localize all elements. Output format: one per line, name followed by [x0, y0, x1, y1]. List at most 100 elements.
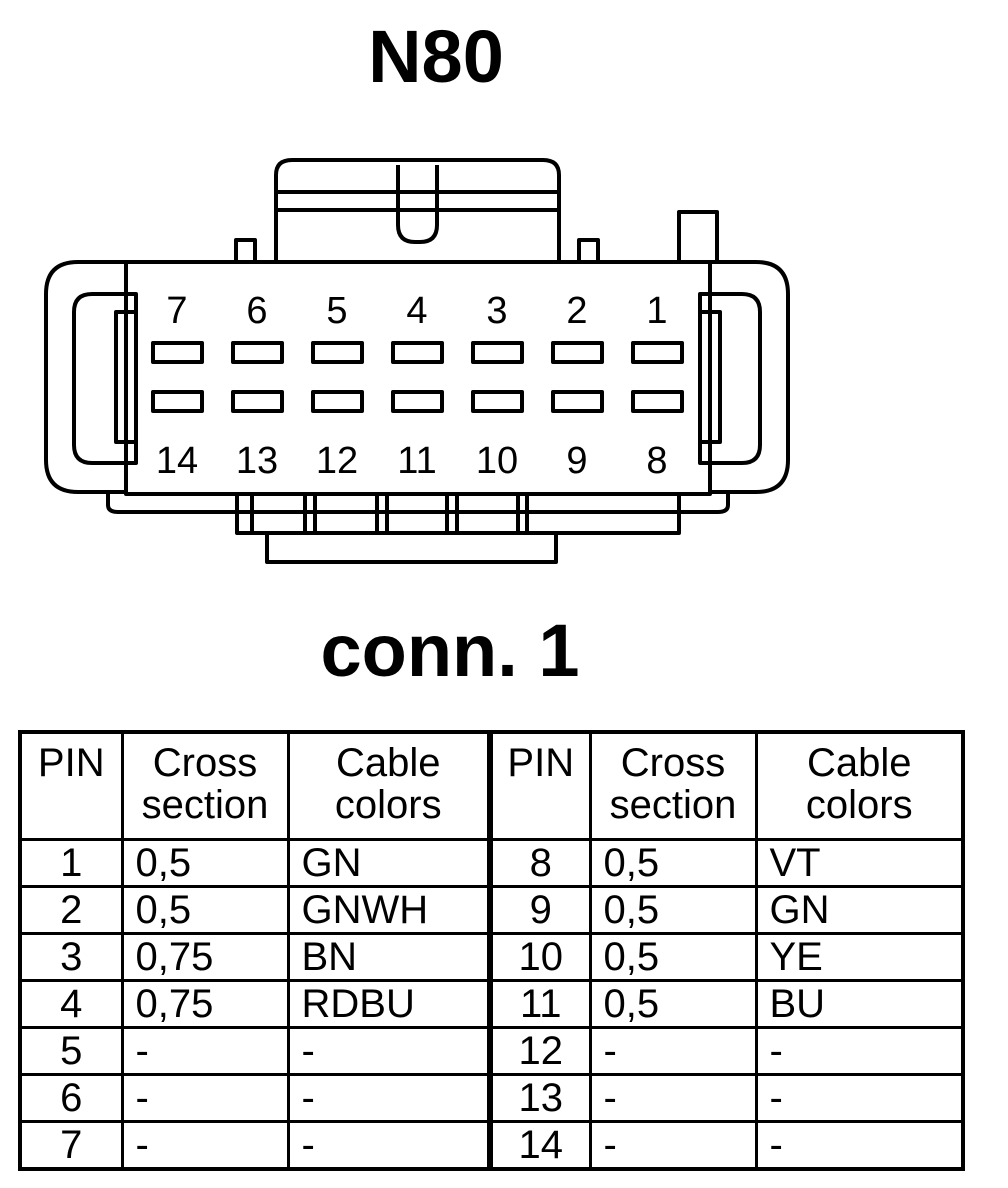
cross-section-cell: -: [588, 1026, 758, 1076]
header-pin: PIN: [18, 730, 124, 841]
cross-section-cell: 0,75: [120, 979, 290, 1029]
pin-slot: [231, 390, 284, 413]
connector-drawing: 7 6 5 4 3 2 1 14 13 12 11 10 9 8: [44, 158, 790, 564]
pin-slot: [231, 341, 284, 364]
pin-label-7: 7: [166, 290, 187, 332]
pin-label-8: 8: [646, 440, 667, 482]
cross-section-cell: -: [120, 1026, 290, 1076]
pin-cell: 2: [18, 885, 124, 935]
pin-cell: 13: [487, 1073, 592, 1123]
pin-label-4: 4: [406, 290, 427, 332]
cable-color-cell: -: [286, 1026, 492, 1076]
cable-color-cell: YE: [754, 932, 965, 982]
cross-section-cell: 0,5: [120, 838, 290, 888]
cable-color-cell: BU: [754, 979, 965, 1029]
housing-nub: [577, 238, 600, 264]
pin-slot: [391, 390, 444, 413]
bottom-skirt: [106, 494, 730, 514]
cable-color-cell: BN: [286, 932, 492, 982]
pin-cell: 8: [487, 838, 592, 888]
diagram-title: N80: [368, 15, 504, 98]
pin-label-3: 3: [486, 290, 507, 332]
table-row: 4 0,75 RDBU 11 0,5 BU: [18, 979, 965, 1029]
pin-label-5: 5: [326, 290, 347, 332]
latch-notch: [396, 165, 439, 244]
right-ear-inner: [698, 292, 762, 465]
pin-cell: 12: [487, 1026, 592, 1076]
pin-label-11: 11: [397, 440, 436, 482]
cable-color-cell: GN: [286, 838, 492, 888]
pin-slot: [471, 341, 524, 364]
housing-top-tab: [274, 158, 561, 262]
cross-section-cell: 0,5: [588, 979, 758, 1029]
cable-color-cell: -: [754, 1026, 965, 1076]
cable-color-cell: -: [754, 1120, 965, 1171]
pin-label-12: 12: [316, 440, 358, 482]
pin-label-2: 2: [566, 290, 587, 332]
pin-cell: 11: [487, 979, 592, 1029]
left-ear-slot: [114, 310, 138, 444]
cable-color-cell: GN: [754, 885, 965, 935]
table-row: 2 0,5 GNWH 9 0,5 GN: [18, 885, 965, 935]
pin-cell: 9: [487, 885, 592, 935]
housing-post: [677, 210, 719, 264]
pin-label-14: 14: [156, 440, 198, 482]
pin-slot: [471, 390, 524, 413]
pin-label-1: 1: [646, 290, 667, 332]
table-row: 3 0,75 BN 10 0,5 YE: [18, 932, 965, 982]
pin-cell: 7: [18, 1120, 124, 1171]
cable-color-cell: -: [754, 1073, 965, 1123]
pin-cell: 4: [18, 979, 124, 1029]
pin-label-6: 6: [246, 290, 267, 332]
connector-body: [124, 260, 712, 496]
cross-section-cell: 0,5: [588, 885, 758, 935]
cross-section-cell: 0,5: [588, 838, 758, 888]
bottom-plate: [265, 533, 558, 564]
cable-color-cell: RDBU: [286, 979, 492, 1029]
cross-section-cell: 0,5: [120, 885, 290, 935]
pin-cell: 10: [487, 932, 592, 982]
pin-slot: [311, 341, 364, 364]
left-ear: [44, 260, 126, 494]
cross-section-cell: -: [120, 1073, 290, 1123]
right-ear-slot: [698, 310, 722, 444]
pin-cell: 3: [18, 932, 124, 982]
pin-label-10: 10: [476, 440, 518, 482]
left-ear-inner: [72, 292, 138, 465]
pin-cell: 1: [18, 838, 124, 888]
table-row: 1 0,5 GN 8 0,5 VT: [18, 838, 965, 888]
pin-slot: [391, 341, 444, 364]
pin-slot: [151, 341, 204, 364]
cross-section-cell: -: [588, 1073, 758, 1123]
pin-cell: 14: [487, 1120, 592, 1171]
cable-color-cell: GNWH: [286, 885, 492, 935]
pin-slot: [151, 390, 204, 413]
cable-color-cell: VT: [754, 838, 965, 888]
pin-cell: 6: [18, 1073, 124, 1123]
table-row: 5 - - 12 - -: [18, 1026, 965, 1076]
connector-title: conn. 1: [320, 609, 580, 692]
cross-section-cell: -: [120, 1120, 290, 1171]
table-row: 6 - - 13 - -: [18, 1073, 965, 1123]
pin-slot: [311, 390, 364, 413]
cable-color-cell: -: [286, 1073, 492, 1123]
pin-slot: [631, 390, 684, 413]
pin-slot: [631, 341, 684, 364]
pin-label-9: 9: [566, 440, 587, 482]
pin-label-13: 13: [236, 440, 278, 482]
right-ear: [710, 260, 790, 494]
table-row: 7 - - 14 - -: [18, 1120, 965, 1171]
pin-cell: 5: [18, 1026, 124, 1076]
cross-section-cell: 0,5: [588, 932, 758, 982]
cross-section-cell: 0,75: [120, 932, 290, 982]
pin-slot: [551, 390, 604, 413]
pin-slot: [551, 341, 604, 364]
header-pin: PIN: [487, 730, 592, 841]
cable-color-cell: -: [286, 1120, 492, 1171]
